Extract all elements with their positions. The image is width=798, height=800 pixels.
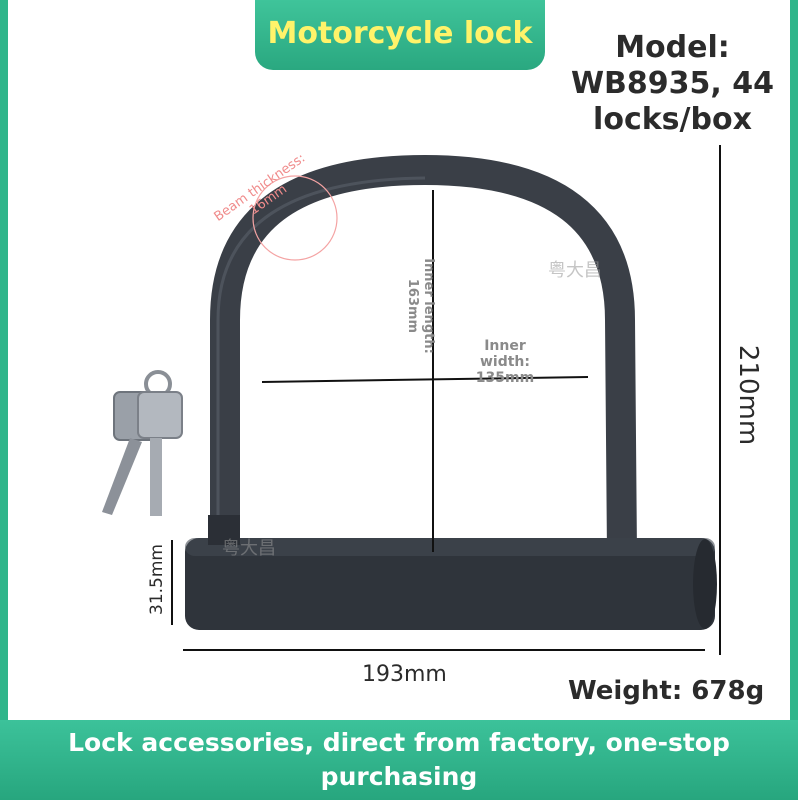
- model-number: WB8935, 44: [570, 66, 775, 101]
- title-banner: [255, 0, 545, 70]
- watermark-text: 粤大昌: [548, 260, 602, 281]
- watermark-text: 粤大昌: [222, 538, 276, 559]
- footer-text: Lock accessories, direct from factory, o…: [68, 728, 730, 791]
- model-packaging: locks/box: [593, 102, 752, 137]
- product-title: Motorcycle lock: [267, 16, 533, 51]
- base-height-label: 31.5mm: [147, 544, 167, 615]
- lock-shackle: [210, 154, 637, 570]
- lock-body: [185, 538, 715, 630]
- beam-thickness-marker: [252, 175, 338, 261]
- width-label: 193mm: [362, 662, 447, 687]
- inner-width-line: [261, 376, 589, 383]
- model-label: Model:: [615, 30, 730, 65]
- keys: [102, 370, 183, 516]
- footer-banner: [0, 720, 798, 800]
- inner-length-label: Inner length: 163mm: [405, 258, 436, 354]
- inner-width-label: Inner width: 135mm: [475, 338, 535, 386]
- weight-label: Weight: 678g: [568, 676, 765, 706]
- model-info: Model: WB8935, 44 locks/box: [560, 30, 785, 138]
- height-label: 210mm: [733, 344, 763, 446]
